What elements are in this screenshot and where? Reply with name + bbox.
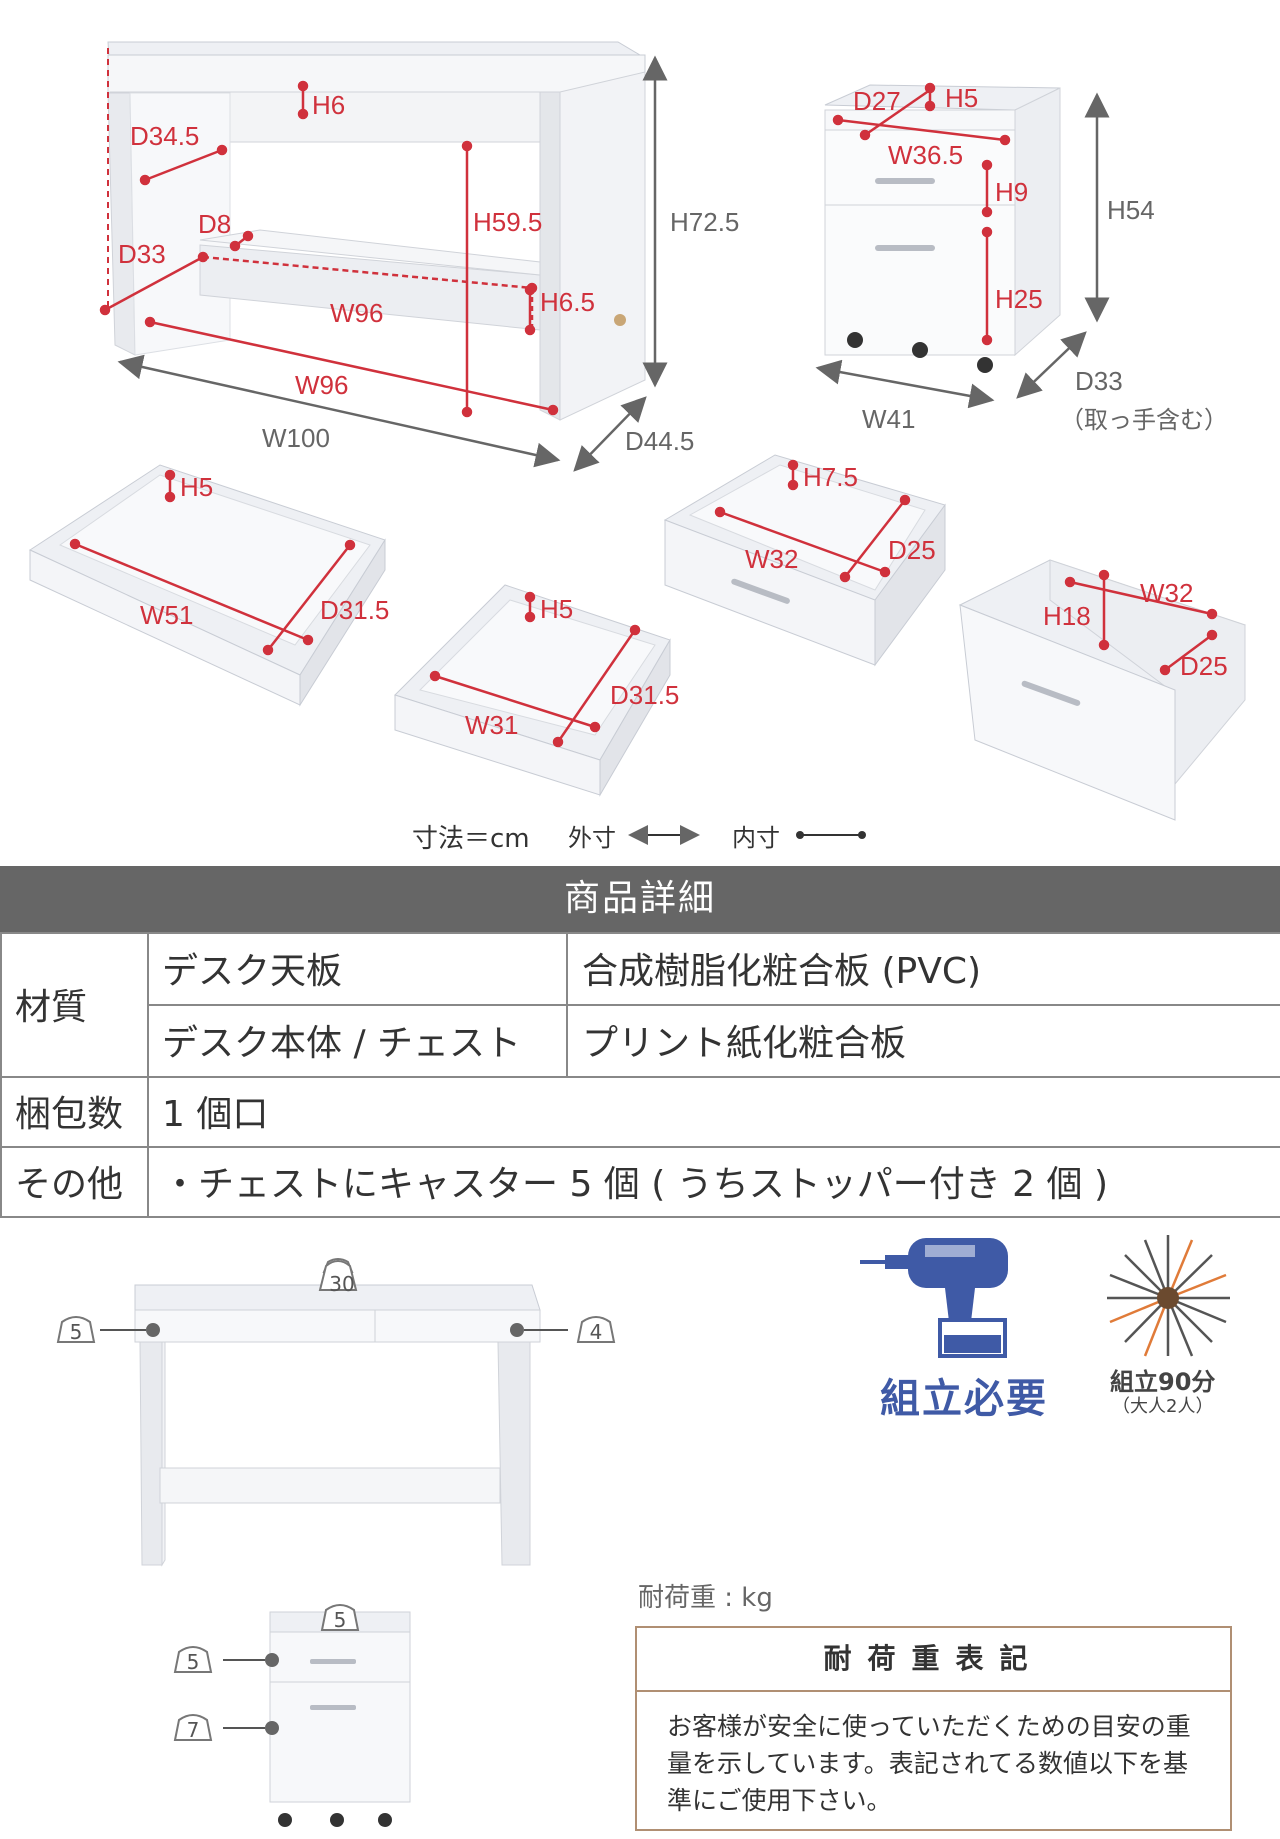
material-item-2: デスク本体 / チェスト	[162, 1023, 522, 1064]
load-desk-top: 30	[329, 1272, 355, 1296]
weight-icon-chest-top	[320, 1604, 360, 1631]
dim-drawer2-h: H5	[540, 594, 574, 624]
weight-icon-desk-left	[56, 1316, 96, 1343]
dim-drawer2-d: D31.5	[610, 680, 680, 710]
dim-drawer1-d: D31.5	[320, 595, 390, 625]
legend-symbols	[628, 825, 866, 845]
load-notice-box: 耐荷重表記 お客様が安全に使っていただくための目安の重量を示しています。表記され…	[635, 1626, 1232, 1831]
dim-drawer1-w: W51	[140, 600, 194, 630]
dim-chest-h9: H9	[995, 177, 1029, 207]
dim-chest-h5: H5	[945, 83, 979, 113]
dim-drawer2-w: W31	[465, 710, 519, 740]
assembly-time-icon	[1107, 1235, 1230, 1357]
legend-inner: 内寸	[732, 824, 780, 852]
dim-drawer3-d: D25	[888, 535, 936, 565]
load-desk-right: 4	[589, 1320, 603, 1344]
dim-drawer3-w: W32	[745, 544, 799, 574]
package-value: 1 個口	[162, 1094, 269, 1135]
load-desk-left: 5	[69, 1320, 83, 1344]
dim-desk-w100: W100	[262, 423, 330, 453]
details-title: 商品詳細	[0, 866, 1280, 932]
dim-desk-d8: D8	[198, 209, 232, 239]
material-label: 材質	[15, 987, 88, 1028]
dim-chest-d27: D27	[853, 86, 901, 116]
assembly-required: 組立必要	[880, 1376, 1048, 1422]
dim-drawer4-h: H18	[1043, 601, 1091, 631]
weight-icon-chest-drawer1	[173, 1646, 213, 1673]
load-notice-body: お客様が安全に使っていただくための目安の重量を示しています。表記されてる数値以下…	[667, 1712, 1191, 1815]
assembly-people: （大人2人）	[1112, 1396, 1214, 1417]
package-label: 梱包数	[15, 1094, 124, 1135]
other-label: その他	[15, 1164, 124, 1205]
dim-chest-d33: D33	[1075, 366, 1123, 396]
other-value: ・チェストにキャスター 5 個 ( うちストッパー付き 2 個 )	[162, 1164, 1109, 1205]
dim-desk-drawer-h: H6	[312, 90, 346, 120]
weight-icon-desk-right	[576, 1316, 616, 1343]
dim-drawer1-h: H5	[180, 472, 214, 502]
drawer-4	[958, 559, 1246, 821]
dim-desk-h595: H59.5	[473, 207, 543, 237]
desk-illustration	[107, 41, 646, 421]
legend-unit: 寸法＝cm	[412, 824, 530, 854]
drill-icon	[860, 1238, 1008, 1358]
dim-desk-h725: H72.5	[670, 207, 740, 237]
desk-load-illustration	[100, 1284, 568, 1567]
dim-desk-d33: D33	[118, 239, 166, 269]
legend-outer: 外寸	[568, 824, 616, 852]
dim-chest-d33-note: （取っ手含む）	[1060, 407, 1228, 434]
dim-chest-w41: W41	[862, 404, 916, 434]
load-unit-label: 耐荷重 : kg	[638, 1583, 773, 1613]
dim-desk-w96-floor: W96	[295, 370, 349, 400]
dim-chest-h54: H54	[1107, 195, 1155, 225]
dim-desk-d445: D44.5	[625, 426, 695, 456]
load-notice-title: 耐荷重表記	[637, 1628, 1230, 1692]
drawer-2	[394, 584, 671, 797]
weight-icon-chest-drawer2	[173, 1714, 213, 1741]
dim-desk-d345: D34.5	[130, 121, 200, 151]
dim-chest-h25: H25	[995, 284, 1043, 314]
material-value-1: 合成樹脂化粧合板 (PVC)	[582, 951, 982, 992]
load-chest-drawer1: 5	[186, 1650, 200, 1674]
dim-desk-h65: H6.5	[540, 287, 595, 317]
chest-illustration	[824, 84, 1061, 373]
chest-load-illustration	[223, 1611, 411, 1827]
load-chest-drawer2: 7	[186, 1718, 200, 1742]
dim-chest-w365: W36.5	[888, 140, 964, 170]
dim-drawer4-d: D25	[1180, 651, 1228, 681]
dim-drawer4-w: W32	[1140, 578, 1194, 608]
drawer-1	[28, 464, 386, 707]
assembly-time: 組立90分	[1110, 1368, 1216, 1396]
load-chest-top: 5	[333, 1608, 347, 1632]
material-value-2: プリント紙化粧合板	[582, 1023, 907, 1064]
dim-drawer3-h: H7.5	[803, 462, 858, 492]
dim-desk-w96-shelf: W96	[330, 298, 384, 328]
material-item-1: デスク天板	[162, 951, 343, 992]
